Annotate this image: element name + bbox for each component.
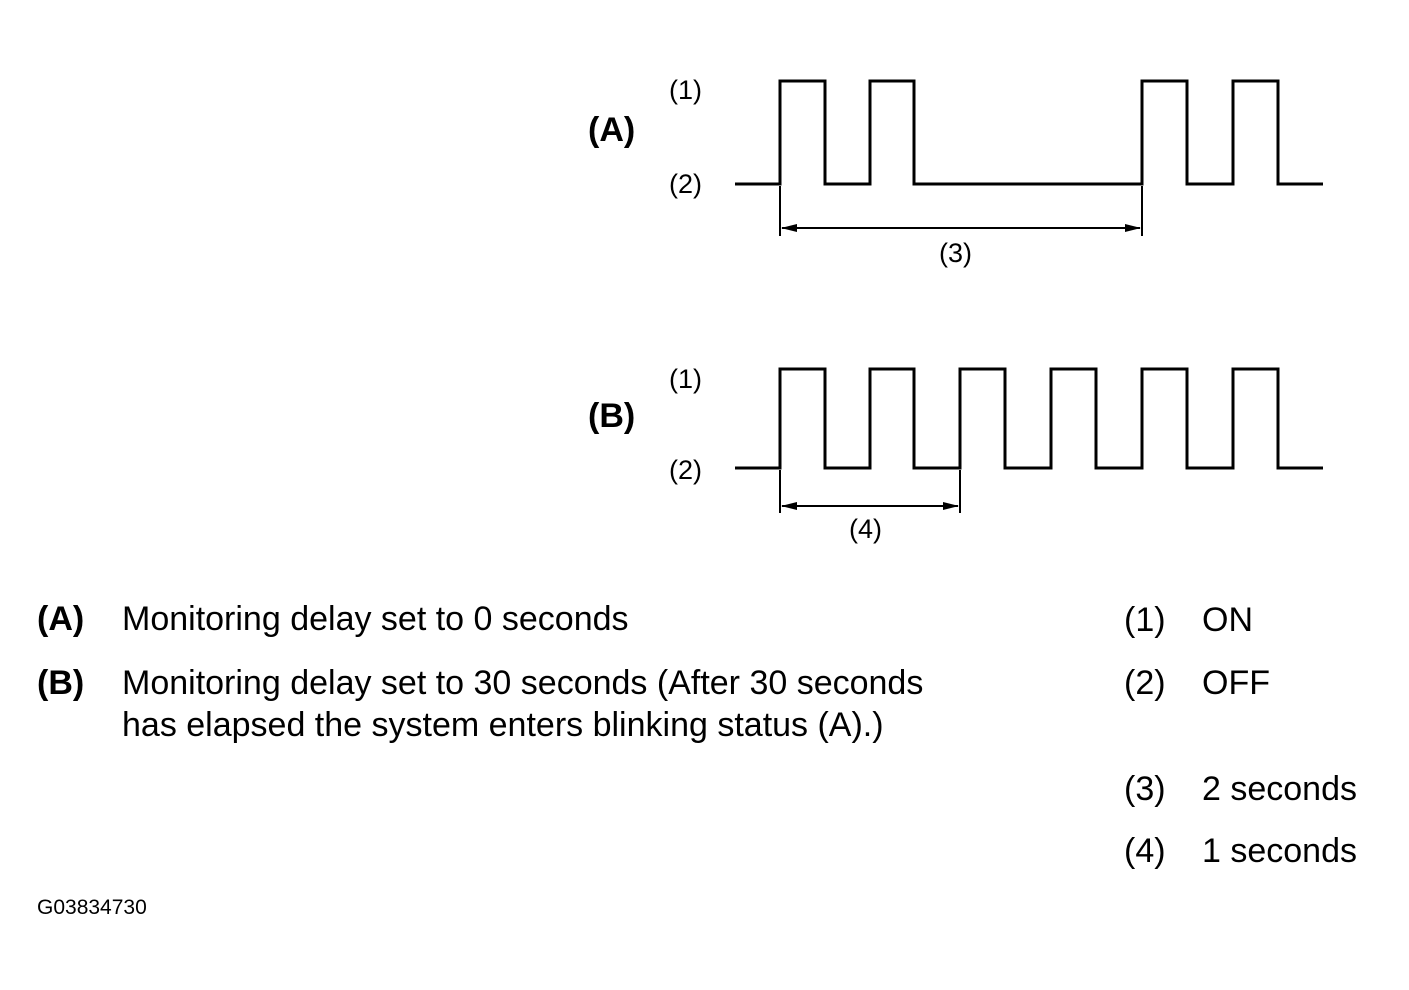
legend-b-line1: Monitoring delay set to 30 seconds (Afte… (122, 664, 924, 702)
waveform-a (735, 79, 1323, 186)
legend-item-text: 2 seconds (1202, 770, 1357, 808)
waveform-b-off-label: (2) (669, 455, 702, 485)
legend-item-key: (2) (1124, 664, 1166, 702)
figure-code: G03834730 (37, 896, 147, 919)
waveform-a-off-label: (2) (669, 169, 702, 199)
legend-a-key: (A) (37, 600, 85, 638)
legend-item-text: OFF (1202, 664, 1270, 702)
waveform-b (735, 367, 1323, 470)
interval-3-label: (3) (939, 238, 972, 268)
legend-item-text: 1 seconds (1202, 832, 1357, 870)
legend-item-key: (1) (1124, 601, 1166, 639)
legend-item-text: ON (1202, 601, 1253, 639)
legend-a-text: Monitoring delay set to 0 seconds (122, 600, 629, 638)
waveform-b-on-label: (1) (669, 364, 702, 394)
interval-4-label: (4) (849, 514, 882, 544)
legend-item-key: (3) (1124, 770, 1166, 808)
legend-b-line2: has elapsed the system enters blinking s… (122, 706, 884, 744)
waveform-a-on-label: (1) (669, 75, 702, 105)
legend-item-key: (4) (1124, 832, 1166, 870)
legend-b-key: (B) (37, 664, 85, 702)
waveform-a-label: (A) (588, 111, 636, 149)
waveform-b-label: (B) (588, 397, 636, 435)
